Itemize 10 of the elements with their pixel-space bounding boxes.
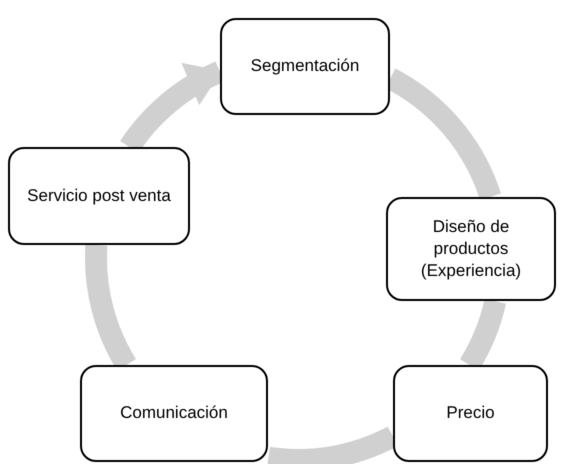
node-label: Segmentación [250,55,360,78]
node-label: Servicio post venta [27,184,171,207]
process-box [220,18,390,115]
node-label: Precio [446,402,495,424]
process-box [386,197,556,301]
process-box [80,365,268,462]
node-label: Comunicación [120,402,228,424]
process-box [8,147,190,245]
process-box [393,365,548,462]
node-label: Diseño de productos (Experiencia) [420,216,522,282]
